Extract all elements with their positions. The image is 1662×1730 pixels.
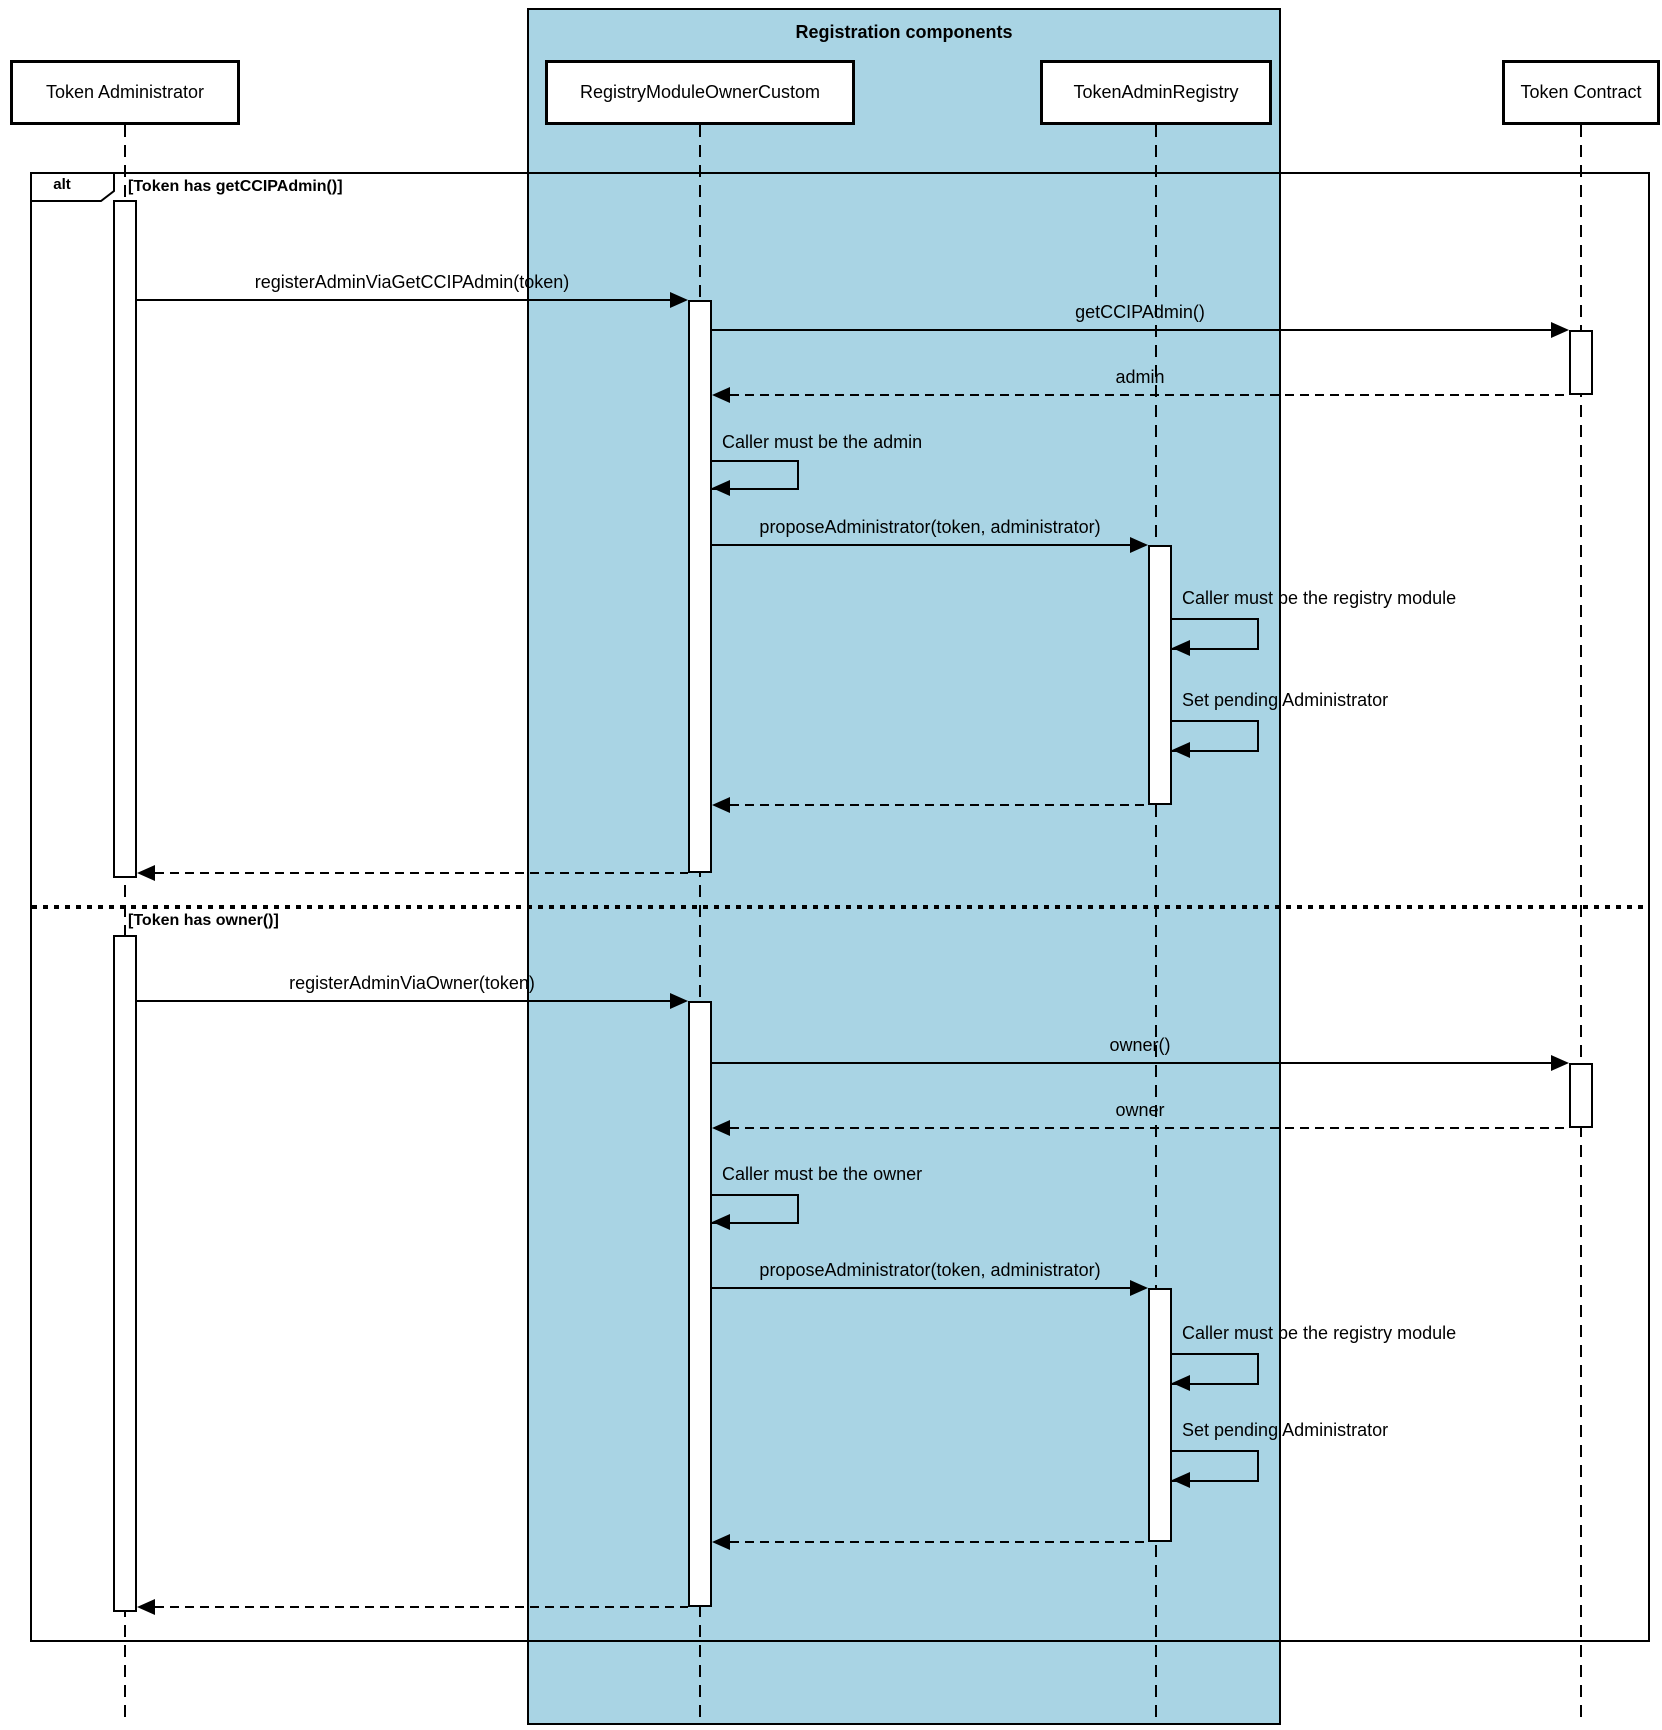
alt-condition-2: [Token has owner()] xyxy=(128,912,279,929)
activation-token-contract-2 xyxy=(1569,1063,1593,1128)
alt-divider xyxy=(32,905,1648,909)
arrowhead-return-module-to-administrator-1 xyxy=(137,865,155,881)
message-label-propose-administrator-2: proposeAdministrator(token, administrato… xyxy=(759,1260,1101,1280)
arrowhead-admin-return xyxy=(712,387,730,403)
message-label-caller-must-be-admin: Caller must be the admin xyxy=(722,432,923,452)
lifeline-token-contract xyxy=(1580,125,1582,1725)
message-line-propose-administrator-1 xyxy=(712,544,1130,546)
message-label-propose-administrator-1: proposeAdministrator(token, administrato… xyxy=(759,517,1101,537)
participant-token-administrator: Token Administrator xyxy=(10,60,240,125)
message-line-get-ccip-admin xyxy=(712,329,1551,331)
self-message-caller-must-be-registry-module-2 xyxy=(1172,1353,1259,1385)
self-message-caller-must-be-admin xyxy=(712,460,799,490)
message-label-caller-must-be-owner: Caller must be the owner xyxy=(722,1164,923,1184)
message-line-propose-administrator-2 xyxy=(712,1287,1130,1289)
arrowhead-set-pending-administrator-2 xyxy=(1172,1472,1190,1488)
message-label-caller-must-be-registry-module-1: Caller must be the registry module xyxy=(1182,588,1457,608)
return-line-admin xyxy=(730,394,1569,396)
message-label-register-admin-via-get-ccip-admin: registerAdminViaGetCCIPAdmin(token) xyxy=(254,272,570,292)
self-message-caller-must-be-registry-module-1 xyxy=(1172,618,1259,650)
arrowhead-caller-must-be-registry-module-1 xyxy=(1172,640,1190,656)
self-message-caller-must-be-owner xyxy=(712,1194,799,1224)
participant-token-admin-registry: TokenAdminRegistry xyxy=(1040,60,1272,125)
arrowhead-return-registry-to-module-2 xyxy=(712,1534,730,1550)
participant-registry-module-owner-custom: RegistryModuleOwnerCustom xyxy=(545,60,855,125)
activation-token-admin-registry-2 xyxy=(1148,1288,1172,1542)
participant-token-administrator-label: Token Administrator xyxy=(45,82,205,102)
message-line-register-admin-via-get-ccip-admin xyxy=(137,299,670,301)
arrowhead-owner-call xyxy=(1551,1055,1569,1071)
activation-token-admin-registry-1 xyxy=(1148,545,1172,805)
arrowhead-propose-administrator-1 xyxy=(1130,537,1148,553)
return-line-registry-to-module-2 xyxy=(730,1541,1148,1543)
alt-condition-1: [Token has getCCIPAdmin()] xyxy=(128,178,343,195)
participant-token-contract: Token Contract xyxy=(1502,60,1660,125)
message-label-set-pending-administrator-2: Set pending Administrator xyxy=(1182,1420,1389,1440)
message-label-caller-must-be-registry-module-2: Caller must be the registry module xyxy=(1182,1323,1457,1343)
arrowhead-get-ccip-admin xyxy=(1551,322,1569,338)
arrowhead-caller-must-be-owner xyxy=(712,1214,730,1230)
arrowhead-return-module-to-administrator-2 xyxy=(137,1599,155,1615)
activation-registry-module-2 xyxy=(688,1001,712,1607)
self-message-set-pending-administrator-1 xyxy=(1172,720,1259,752)
message-label-owner-return: owner xyxy=(1115,1100,1165,1120)
activation-token-contract-1 xyxy=(1569,330,1593,395)
message-line-owner-call xyxy=(712,1062,1551,1064)
participant-token-contract-label: Token Contract xyxy=(1520,82,1642,102)
alt-operator-pentagon xyxy=(30,172,115,202)
arrowhead-owner-return xyxy=(712,1120,730,1136)
lifeline-token-admin-registry xyxy=(1155,125,1157,1725)
message-line-register-admin-via-owner xyxy=(137,1000,670,1002)
arrowhead-caller-must-be-registry-module-2 xyxy=(1172,1375,1190,1391)
self-message-set-pending-administrator-2 xyxy=(1172,1450,1259,1482)
activation-token-administrator-2 xyxy=(113,935,137,1612)
return-line-registry-to-module-1 xyxy=(730,804,1148,806)
arrowhead-caller-must-be-admin xyxy=(712,480,730,496)
return-line-module-to-administrator-1 xyxy=(155,872,688,874)
arrowhead-register-admin-via-get-ccip-admin xyxy=(670,292,688,308)
participant-registry-module-owner-custom-label: RegistryModuleOwnerCustom xyxy=(579,82,821,102)
message-label-owner-call: owner() xyxy=(1109,1035,1171,1055)
activation-registry-module-1 xyxy=(688,300,712,873)
message-label-get-ccip-admin: getCCIPAdmin() xyxy=(1075,302,1205,322)
arrowhead-register-admin-via-owner xyxy=(670,993,688,1009)
container-title: Registration components xyxy=(795,22,1013,42)
activation-token-administrator-1 xyxy=(113,200,137,878)
arrowhead-propose-administrator-2 xyxy=(1130,1280,1148,1296)
arrowhead-return-registry-to-module-1 xyxy=(712,797,730,813)
return-line-owner xyxy=(730,1127,1569,1129)
message-label-set-pending-administrator-1: Set pending Administrator xyxy=(1182,690,1389,710)
return-line-module-to-administrator-2 xyxy=(155,1606,688,1608)
message-label-admin-return: admin xyxy=(1115,367,1165,387)
participant-token-admin-registry-label: TokenAdminRegistry xyxy=(1073,82,1239,102)
arrowhead-set-pending-administrator-1 xyxy=(1172,742,1190,758)
lifeline-registry-module-owner-custom xyxy=(699,125,701,1725)
lifeline-token-administrator xyxy=(124,125,126,1725)
message-label-register-admin-via-owner: registerAdminViaOwner(token) xyxy=(289,973,535,993)
alt-frame xyxy=(30,172,1650,1642)
alt-operator-label: alt xyxy=(53,176,71,193)
